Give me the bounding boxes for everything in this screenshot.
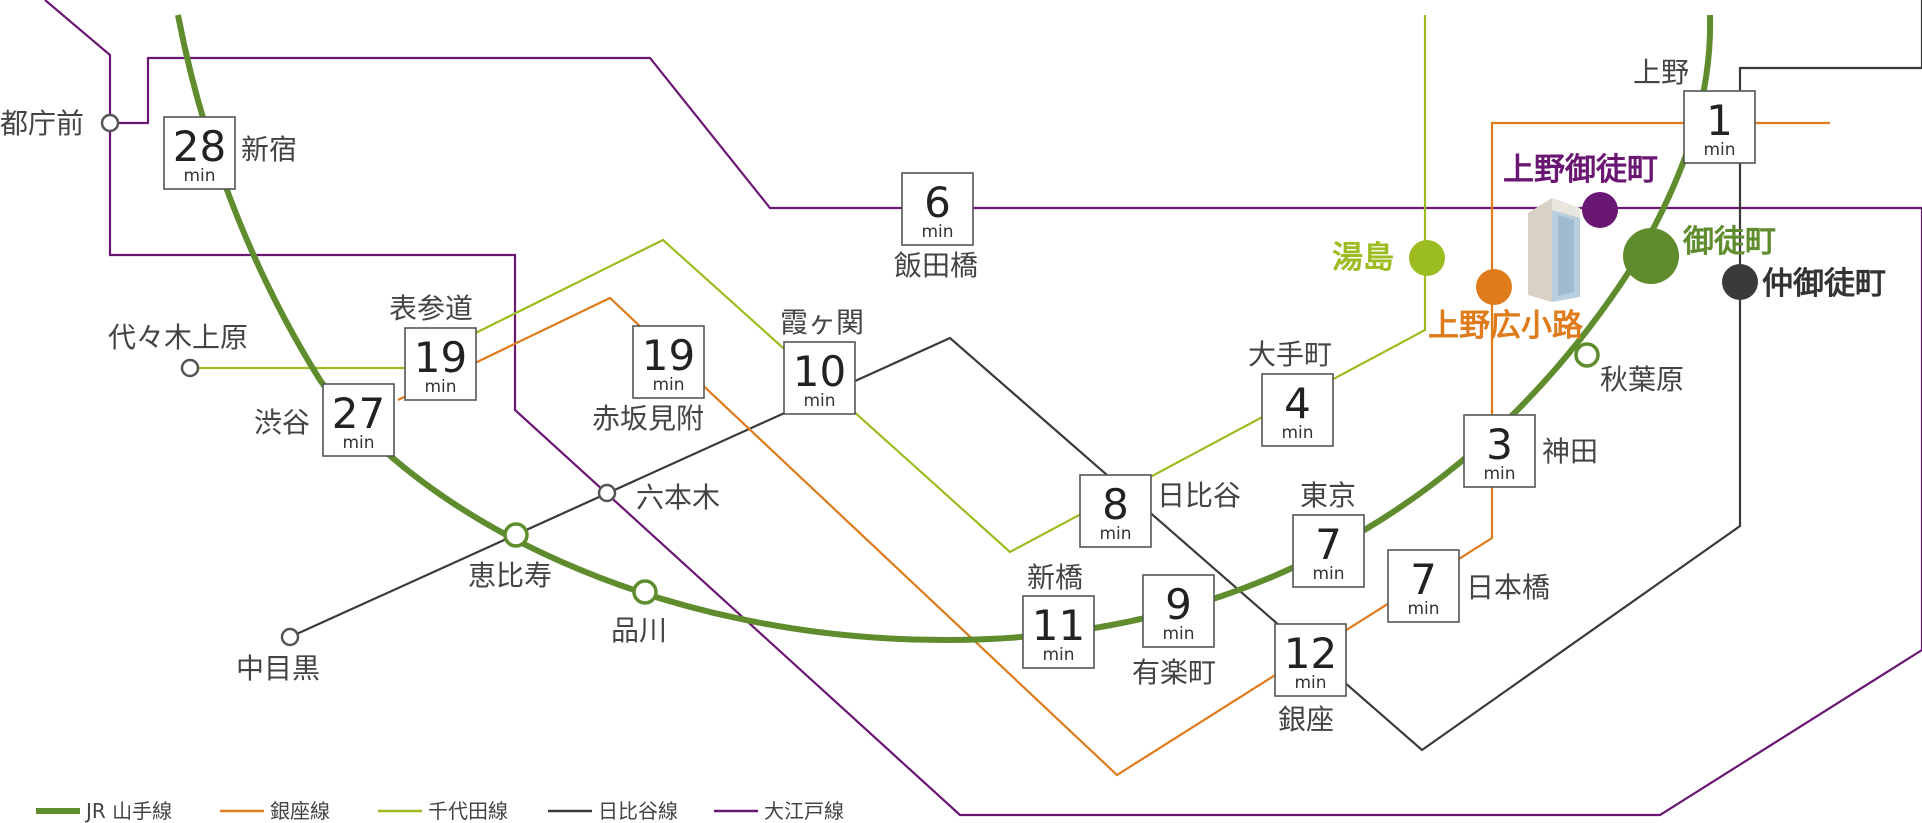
ueno-min-unit: min [1703, 140, 1735, 160]
hibiya-min-unit: min [1099, 524, 1131, 544]
hibiya-line [289, 0, 1922, 752]
tochomae-label: 都庁前 [0, 107, 84, 140]
ginza-minutes: 12 [1284, 629, 1337, 678]
legend: JR 山手線 銀座線 千代田線 日比谷線 大江戸線 [36, 799, 844, 823]
chiyoda-line [190, 15, 1427, 554]
yurakucho-minutes: 9 [1165, 580, 1192, 629]
hibiya-minutes: 8 [1102, 480, 1129, 529]
tokyo-minutes: 7 [1315, 520, 1342, 569]
yurakucho-time-box: 9 min [1142, 574, 1215, 648]
otemachi-time-box: 4 min [1261, 373, 1334, 447]
yushima-marker [1409, 240, 1445, 276]
roppongi-label: 六本木 [636, 481, 720, 514]
kasumigaseki-minutes: 10 [793, 347, 846, 396]
akihabara-label: 秋葉原 [1600, 363, 1684, 396]
kasumigaseki-min-unit: min [803, 391, 835, 411]
omotesando-time-box: 19 min [404, 327, 477, 401]
naka-okachimachi-marker [1722, 264, 1758, 300]
shinjuku-label: 新宿 [241, 133, 297, 166]
otemachi-label: 大手町 [1248, 338, 1332, 371]
ginza-label: 銀座 [1278, 703, 1334, 736]
naka-meguro-marker [280, 627, 300, 647]
omotesando-label: 表参道 [389, 292, 473, 325]
kanda-time-box: 3 min [1463, 414, 1536, 488]
yurakucho-label: 有楽町 [1132, 656, 1216, 689]
roppongi-marker [597, 483, 617, 503]
kanda-label: 神田 [1542, 435, 1598, 468]
nihombashi-label: 日本橋 [1466, 571, 1550, 604]
shibuya-label: 渋谷 [254, 406, 310, 439]
building-icon [1528, 198, 1580, 302]
oedo-line [44, 0, 1922, 817]
shimbashi-minutes: 11 [1032, 601, 1085, 650]
shinjuku-minutes: 28 [173, 122, 226, 171]
okachimachi-label: 御徒町 [1682, 224, 1776, 260]
yurakucho-min-unit: min [1162, 624, 1194, 644]
shinagawa-marker [632, 579, 658, 605]
shinagawa-label: 品川 [611, 614, 667, 647]
yushima-label: 湯島 [1332, 240, 1394, 276]
legend-label-yamanote: JR 山手線 [84, 799, 172, 823]
ueno-time-box: 1 min [1683, 90, 1756, 164]
yoyogi-uehara-marker [180, 358, 200, 378]
ueno-okachimachi-marker [1582, 192, 1618, 228]
okachimachi-marker [1623, 228, 1679, 284]
nihombashi-minutes: 7 [1410, 555, 1437, 604]
hibiya-label: 日比谷 [1157, 479, 1241, 512]
akasaka-mitsuke-label: 赤坂見附 [592, 402, 704, 435]
naka-meguro-label: 中目黒 [236, 652, 320, 685]
kasumigaseki-time-box: 10 min [783, 341, 856, 415]
shinjuku-time-box: 28 min [163, 116, 236, 190]
legend-label-oedo: 大江戸線 [764, 799, 844, 823]
shibuya-minutes: 27 [332, 389, 385, 438]
tokyo-time-box: 7 min [1292, 514, 1365, 588]
kanda-minutes: 3 [1486, 420, 1513, 469]
hibiya-time-box: 8 min [1079, 474, 1152, 548]
shibuya-min-unit: min [342, 433, 374, 453]
nihombashi-time-box: 7 min [1387, 549, 1460, 623]
shinjuku-min-unit: min [183, 166, 215, 186]
ueno-hirokoji-label: 上野広小路 [1428, 308, 1584, 344]
nihombashi-min-unit: min [1407, 599, 1439, 619]
akasaka-mitsuke-time-box: 19 min [632, 325, 705, 399]
ueno-minutes: 1 [1706, 96, 1733, 145]
ebisu-label: 恵比寿 [468, 559, 552, 592]
omotesando-minutes: 19 [414, 333, 467, 382]
legend-label-ginza: 銀座線 [270, 799, 330, 823]
tokyo-label: 東京 [1300, 479, 1356, 512]
tokyo-min-unit: min [1312, 564, 1344, 584]
ginza-time-box: 12 min [1274, 623, 1347, 697]
shimbashi-time-box: 11 min [1022, 595, 1095, 669]
iidabashi-min-unit: min [921, 222, 953, 242]
kanda-min-unit: min [1483, 464, 1515, 484]
ueno-hirokoji-marker [1476, 269, 1512, 305]
naka-okachimachi-label: 仲御徒町 [1762, 266, 1886, 302]
tochomae-marker [100, 113, 120, 133]
iidabashi-label: 飯田橋 [894, 249, 978, 282]
akasaka-mitsuke-min-unit: min [652, 375, 684, 395]
legend-label-hibiya: 日比谷線 [598, 799, 678, 823]
otemachi-min-unit: min [1281, 423, 1313, 443]
iidabashi-minutes: 6 [924, 178, 951, 227]
akasaka-mitsuke-minutes: 19 [642, 331, 695, 380]
ueno-okachimachi-label: 上野御徒町 [1503, 152, 1658, 188]
legend-label-chiyoda: 千代田線 [428, 799, 508, 823]
ginza-min-unit: min [1294, 673, 1326, 693]
kasumigaseki-label: 霞ヶ関 [780, 306, 864, 339]
ginza-line [397, 121, 1830, 777]
iidabashi-time-box: 6 min [901, 172, 974, 246]
shimbashi-label: 新橋 [1027, 561, 1083, 594]
ueno-label: 上野 [1633, 56, 1689, 89]
akihabara-marker [1574, 342, 1600, 368]
otemachi-minutes: 4 [1284, 379, 1311, 428]
yoyogi-uehara-label: 代々木上原 [108, 321, 248, 354]
shimbashi-min-unit: min [1042, 645, 1074, 665]
ebisu-marker [503, 522, 529, 548]
omotesando-min-unit: min [424, 377, 456, 397]
shibuya-time-box: 27 min [322, 383, 395, 457]
